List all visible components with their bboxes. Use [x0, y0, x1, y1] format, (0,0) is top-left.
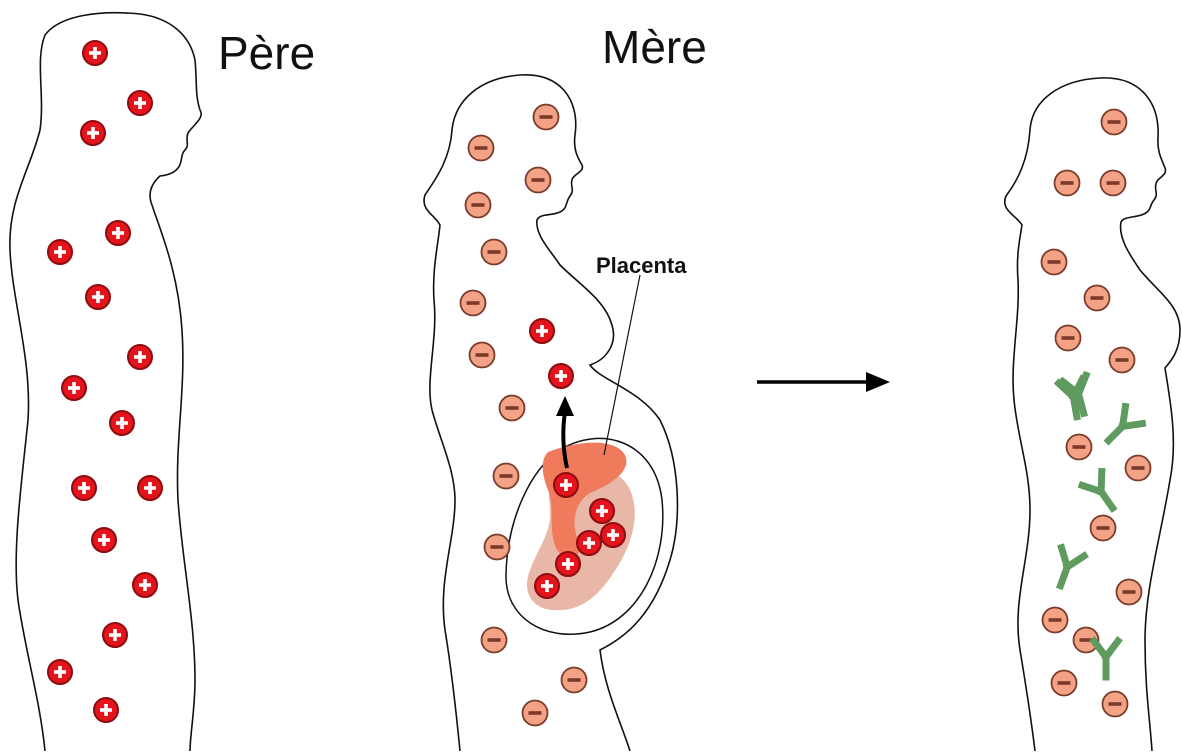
migration-arrow-shaft: [563, 412, 567, 468]
placenta-leader-line: [604, 275, 640, 455]
father-positive-cell: [94, 698, 118, 722]
maternal-positive-cell: [530, 319, 554, 343]
father-positive-cell: [72, 476, 96, 500]
father-positive-cell: [81, 121, 105, 145]
father-label: Père: [218, 30, 315, 76]
mother-negative-cell: [485, 535, 510, 560]
fetal-positive-cell: [554, 473, 578, 497]
sensitized-negative-cell: [1052, 671, 1077, 696]
antibody-icon: [1049, 548, 1084, 590]
mother-negative-cell: [461, 291, 486, 316]
sensitized-negative-cell: [1101, 171, 1126, 196]
antibody-icon: [1094, 641, 1118, 677]
father-positive-cell: [92, 528, 116, 552]
sensitized-negative-cell: [1103, 692, 1128, 717]
fetal-positive-cell: [577, 531, 601, 555]
mother-negative-cell: [534, 105, 559, 130]
fetal-positive-cell: [535, 574, 559, 598]
father-positive-cell: [83, 41, 107, 65]
mother-negative-cell: [523, 701, 548, 726]
migration-arrow-head: [556, 396, 574, 416]
fetal-positive-cell: [556, 552, 580, 576]
transition-arrow-head: [866, 372, 890, 392]
sensitized-negative-cell: [1110, 348, 1135, 373]
mother-negative-cell: [526, 168, 551, 193]
mother-negative-cell: [494, 464, 519, 489]
father-positive-cell: [128, 345, 152, 369]
father-positive-cell: [128, 91, 152, 115]
father-positive-cell: [103, 623, 127, 647]
sensitized-negative-cell: [1056, 326, 1081, 351]
antibody-icon: [1100, 407, 1142, 449]
mother-negative-cell: [562, 668, 587, 693]
mother-label: Mère: [602, 24, 707, 70]
maternal-positive-cell: [549, 364, 573, 388]
fetal-positive-cell: [590, 499, 614, 523]
mother-negative-cell: [500, 396, 525, 421]
mother-negative-cell: [469, 136, 494, 161]
mother-negative-cell: [470, 343, 495, 368]
mother-negative-cell: [466, 193, 491, 218]
father-positive-cell: [133, 573, 157, 597]
father-positive-cell: [106, 221, 130, 245]
father-positive-cell: [62, 376, 86, 400]
sensitized-negative-cell: [1043, 608, 1068, 633]
sensitized-negative-cell: [1091, 516, 1116, 541]
fetal-positive-cell: [601, 523, 625, 547]
sensitized-negative-cell: [1042, 250, 1067, 275]
sensitized-negative-cell: [1117, 580, 1142, 605]
sensitized-negative-cell: [1055, 171, 1080, 196]
father-positive-cell: [48, 240, 72, 264]
placenta-label: Placenta: [596, 255, 687, 277]
sensitized-negative-cell: [1102, 110, 1127, 135]
father-positive-cell: [138, 476, 162, 500]
antibody-icon: [1082, 472, 1122, 515]
mother-negative-cell: [482, 240, 507, 265]
mother-negative-cell: [482, 628, 507, 653]
father-positive-cell: [48, 660, 72, 684]
father-positive-cell: [86, 285, 110, 309]
sensitized-negative-cell: [1085, 286, 1110, 311]
sensitized-negative-cell: [1067, 435, 1092, 460]
father-positive-cell: [110, 411, 134, 435]
sensitized-negative-cell: [1126, 456, 1151, 481]
